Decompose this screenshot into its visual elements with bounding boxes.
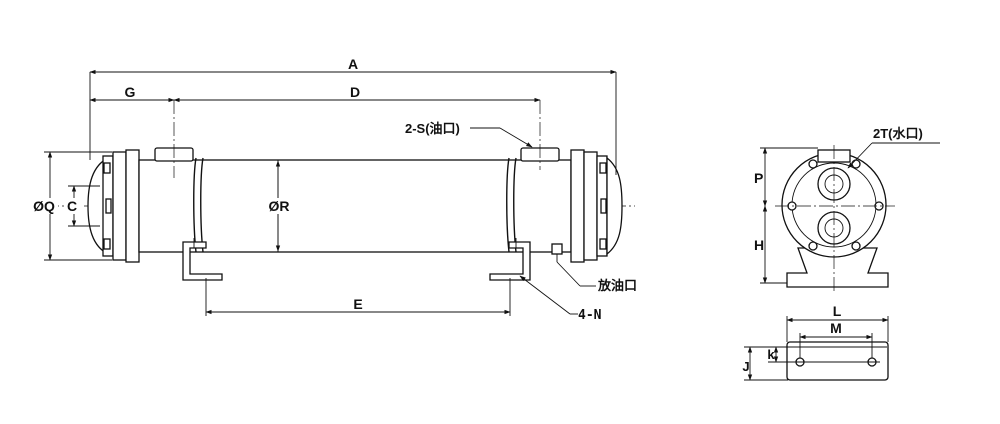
label-k: k	[767, 347, 775, 362]
drain-callout-leader	[556, 261, 581, 287]
side-view: A G D E ØQ C ØR 2-S(油口) 放油口 4-N	[30, 56, 637, 323]
bolt-hole-tr	[851, 159, 861, 169]
left-bolt-top	[103, 162, 111, 174]
label-c: C	[67, 198, 77, 214]
end-view: P H 2T(水口)	[754, 126, 940, 292]
label-a: A	[348, 56, 358, 72]
right-bracket	[489, 241, 531, 281]
label-j: J	[742, 359, 749, 374]
label-r-bg	[264, 198, 294, 214]
label-r: ØR	[269, 198, 290, 214]
label-q-bg	[30, 198, 58, 214]
label-c-bg	[64, 198, 82, 214]
bolt-hole-bl	[808, 241, 818, 251]
right-bolt-top	[599, 162, 607, 174]
left-flange	[112, 151, 127, 261]
holes-callout-leader	[519, 275, 571, 315]
right-bolt-bottom	[599, 238, 607, 250]
shell-body	[138, 159, 572, 253]
label-l: L	[833, 303, 842, 319]
label-m: M	[830, 320, 842, 336]
water-port-callout-leader	[847, 142, 873, 169]
label-d: D	[350, 84, 360, 100]
bolt-hole-br	[851, 241, 861, 251]
foot-plan-view: L M J k	[742, 303, 889, 381]
left-center-boss	[105, 198, 112, 214]
water-port-callout: 2T(水口)	[873, 126, 923, 141]
left-bracket	[182, 241, 223, 281]
label-h: H	[754, 237, 764, 253]
right-flange-outer	[570, 149, 585, 263]
left-flange-outer	[125, 149, 140, 263]
right-flange	[583, 151, 598, 261]
label-q: ØQ	[33, 198, 55, 214]
oil-port-callout-leader	[499, 127, 533, 148]
oil-port-callout: 2-S(油口)	[405, 121, 460, 136]
foot-plate	[786, 341, 889, 381]
right-center-boss	[600, 198, 607, 214]
right-end-cap	[606, 156, 623, 256]
end-foot	[786, 247, 889, 288]
right-band	[506, 157, 510, 253]
label-p: P	[754, 170, 763, 186]
label-e: E	[353, 296, 362, 312]
drain-callout: 放油口	[597, 278, 637, 293]
bolt-hole-tl	[808, 159, 818, 169]
left-bolt-bottom	[103, 238, 111, 250]
label-g: G	[125, 84, 136, 100]
holes-callout: 4-N	[578, 308, 602, 323]
drain-plug	[551, 243, 563, 255]
